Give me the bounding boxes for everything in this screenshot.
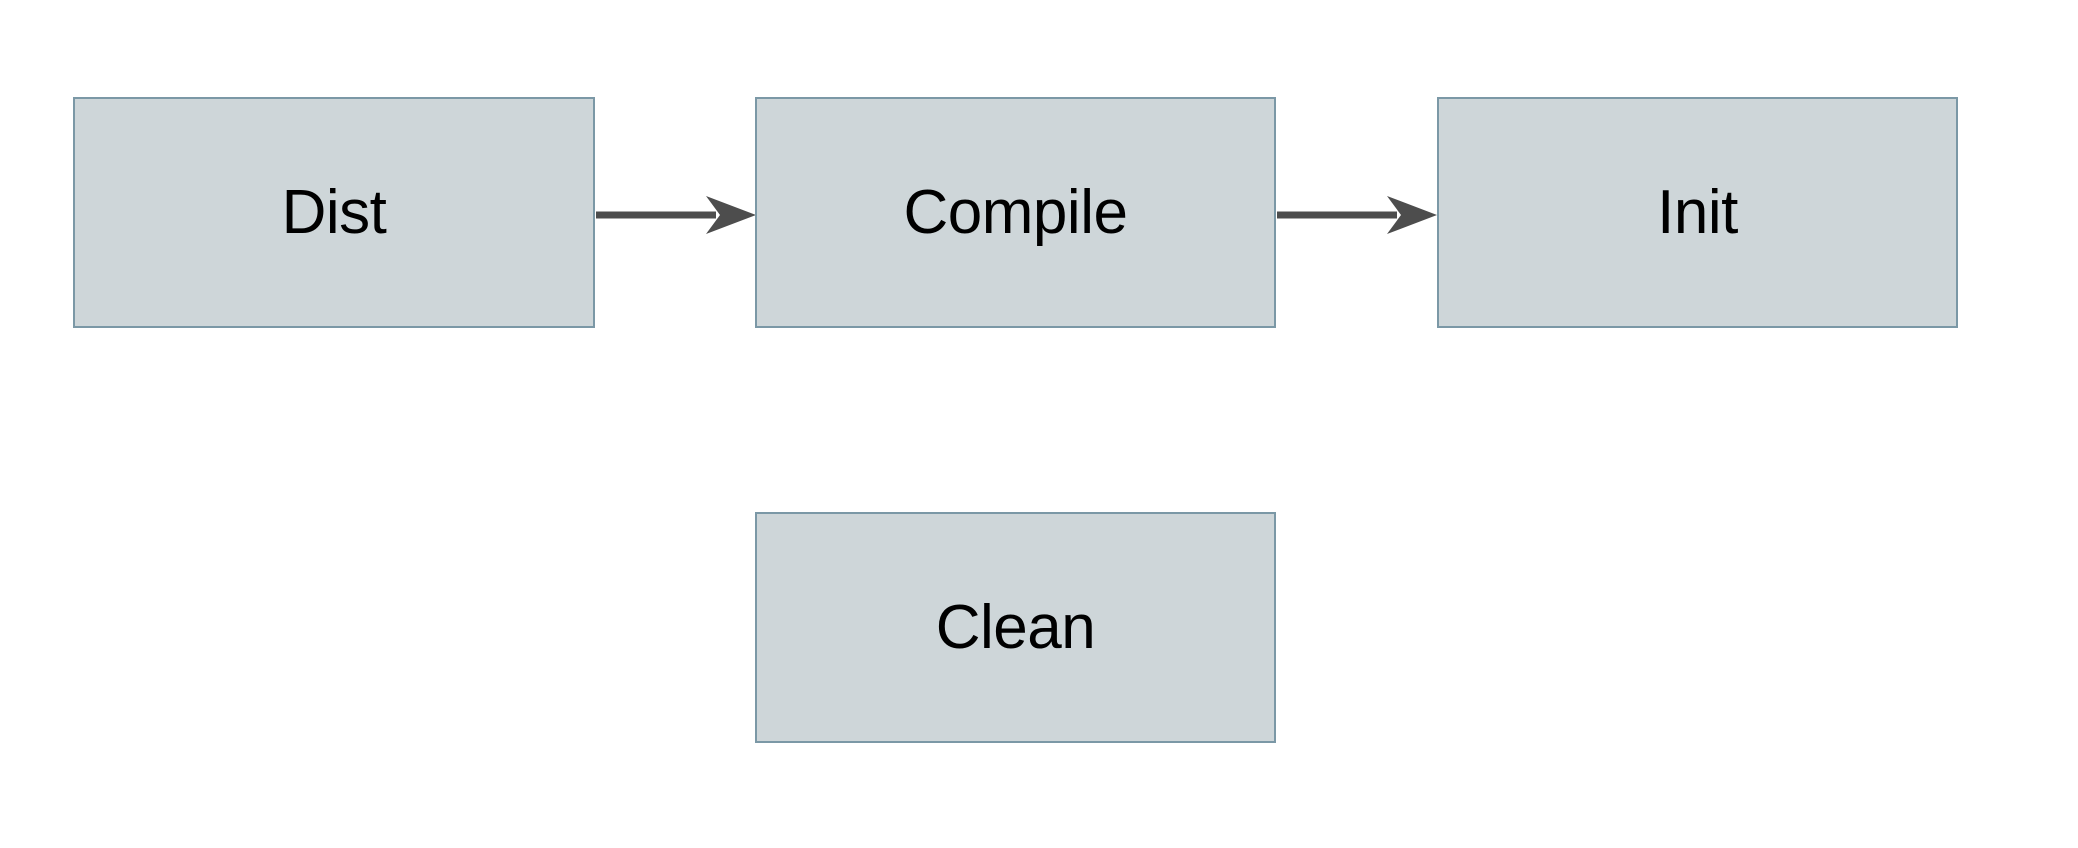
node-clean[interactable]: Clean (755, 512, 1276, 743)
node-dist[interactable]: Dist (73, 97, 595, 328)
node-compile[interactable]: Compile (755, 97, 1276, 328)
node-init-label: Init (1657, 177, 1738, 247)
node-clean-label: Clean (935, 592, 1096, 662)
edge-compile-to-init (1277, 194, 1437, 236)
node-init[interactable]: Init (1437, 97, 1958, 328)
node-compile-label: Compile (903, 177, 1128, 247)
node-dist-label: Dist (281, 177, 387, 247)
edge-dist-to-compile (596, 194, 756, 236)
